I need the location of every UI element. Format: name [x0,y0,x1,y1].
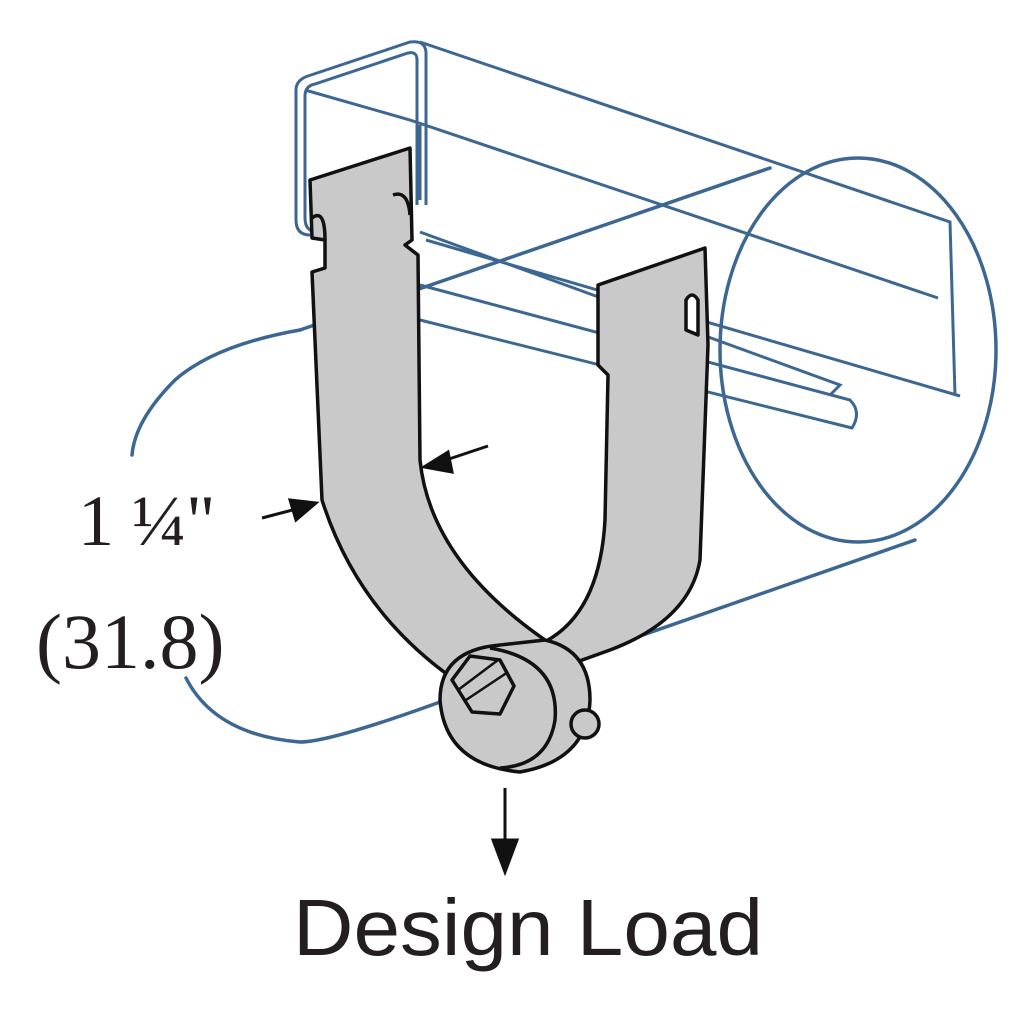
arrowhead-icon [287,498,320,523]
arrowhead-icon [419,449,454,474]
clamp-right-strap [546,246,710,670]
clamp-hub [438,638,592,774]
dimension-arrows [261,444,520,877]
nut-icon [569,708,601,740]
dimension-imperial: 1 ¼" [78,481,215,561]
clamp-left-strap [308,146,550,692]
pipe-left-lower-arc [184,676,442,744]
pipe-end [718,156,998,544]
pipe-clamp [308,146,710,774]
design-load-label: Design Load [293,883,763,972]
dimension-metric: (31.8) [36,598,224,685]
pipe-outline [130,156,998,744]
pipe-left-upper-arc [130,328,302,457]
pipe-bottom-edge [598,538,917,652]
load-arrow-icon [490,838,520,877]
